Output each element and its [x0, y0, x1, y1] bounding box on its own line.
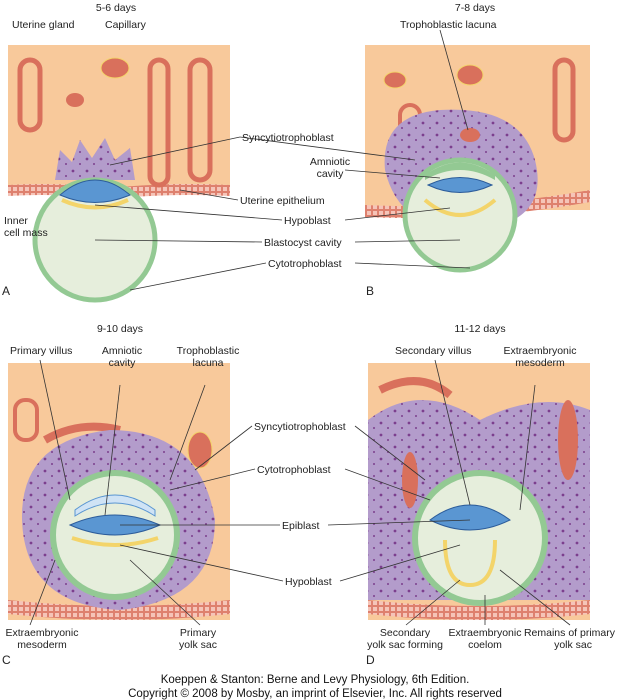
label-c-extra-mesoderm: Extraembryonic — [6, 627, 79, 639]
label-secondary-yolk-sac: Secondary — [380, 627, 431, 639]
label-capillary: Capillary — [105, 19, 147, 31]
label-inner-cell-mass-2: cell mass — [4, 227, 48, 239]
panel-a-title: 5-6 days — [96, 2, 136, 14]
label-hypoblast-2: Hypoblast — [285, 576, 332, 588]
panel-c-title: 9-10 days — [97, 323, 143, 335]
label-c-amniotic-2: cavity — [109, 357, 137, 369]
label-uterine-epithelium: Uterine epithelium — [240, 195, 325, 207]
hypoblast — [61, 198, 129, 210]
label-cytotrophoblast: Cytotrophoblast — [268, 258, 342, 270]
label-c-lacuna-2: lacuna — [193, 357, 224, 369]
label-amniotic-cavity: Amniotic — [310, 156, 350, 168]
panel-c — [8, 363, 230, 620]
label-hypoblast: Hypoblast — [284, 215, 331, 227]
syncytiotrophoblast — [55, 138, 135, 180]
label-d-extra-mesoderm-2: mesoderm — [515, 357, 565, 369]
caption-line-2: Copyright © 2008 by Mosby, an imprint of… — [128, 688, 502, 700]
panel-c-letter: C — [2, 653, 11, 667]
label-syncytiotrophoblast-2: Syncytiotrophoblast — [254, 421, 346, 433]
panel-b — [365, 45, 590, 273]
leader-lines — [29, 29, 571, 626]
label-inner-cell-mass: Inner — [4, 215, 28, 227]
capillary — [100, 57, 130, 79]
caption-line-1: Koeppen & Stanton: Berne and Levy Physio… — [161, 674, 470, 686]
label-trophoblastic-lacuna: Trophoblastic lacuna — [400, 19, 497, 31]
panel-b-letter: B — [366, 284, 374, 298]
label-amniotic-cavity-2: cavity — [317, 168, 345, 180]
label-primary-villus: Primary villus — [10, 345, 72, 357]
panel-b-title: 7-8 days — [455, 2, 495, 14]
label-secondary-villus: Secondary villus — [395, 345, 471, 357]
label-extra-coelom: Extraembryonic — [449, 627, 522, 639]
panel-a — [8, 45, 230, 303]
inner-cell-mass — [59, 179, 131, 203]
label-primary-yolk-sac-2: yolk sac — [179, 639, 217, 651]
label-uterine-gland: Uterine gland — [12, 19, 75, 31]
panel-d-letter: D — [366, 653, 375, 667]
label-c-extra-mesoderm-2: mesoderm — [17, 639, 67, 651]
label-remains-primary-ys: Remains of primary — [524, 627, 616, 639]
label-c-lacuna: Trophoblastic — [177, 345, 240, 357]
label-syncytiotrophoblast: Syncytiotrophoblast — [242, 132, 334, 144]
panel-a-letter: A — [2, 284, 10, 298]
panel-d — [368, 363, 590, 620]
label-secondary-yolk-sac-2: yolk sac forming — [367, 639, 443, 651]
label-primary-yolk-sac: Primary — [180, 627, 217, 639]
label-blastocyst-cavity: Blastocyst cavity — [264, 237, 342, 249]
label-c-amniotic: Amniotic — [102, 345, 142, 357]
label-extra-coelom-2: coelom — [468, 639, 502, 651]
label-d-extra-mesoderm: Extraembryonic — [504, 345, 577, 357]
label-remains-primary-ys-2: yolk sac — [554, 639, 592, 651]
uterine-gland — [17, 57, 43, 133]
panel-d-title: 11-12 days — [454, 323, 505, 335]
label-cytotrophoblast-2: Cytotrophoblast — [257, 464, 331, 476]
label-epiblast: Epiblast — [282, 520, 319, 532]
